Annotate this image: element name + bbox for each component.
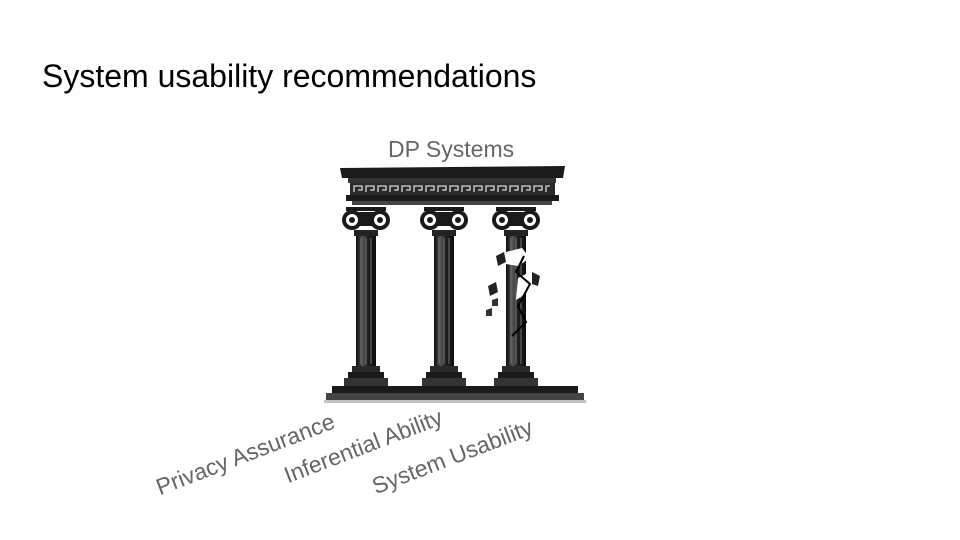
temple-roof [340,166,565,205]
dp-systems-label: DP Systems [388,136,515,162]
pillar-system-usability [486,207,540,386]
pillar-inferential-ability [420,207,468,386]
slide-title: System usability recommendations [42,58,537,94]
crack-damage [486,248,540,337]
pillar-privacy-assurance [342,207,390,386]
temple-base [324,386,586,403]
greek-temple-icon [324,166,586,403]
